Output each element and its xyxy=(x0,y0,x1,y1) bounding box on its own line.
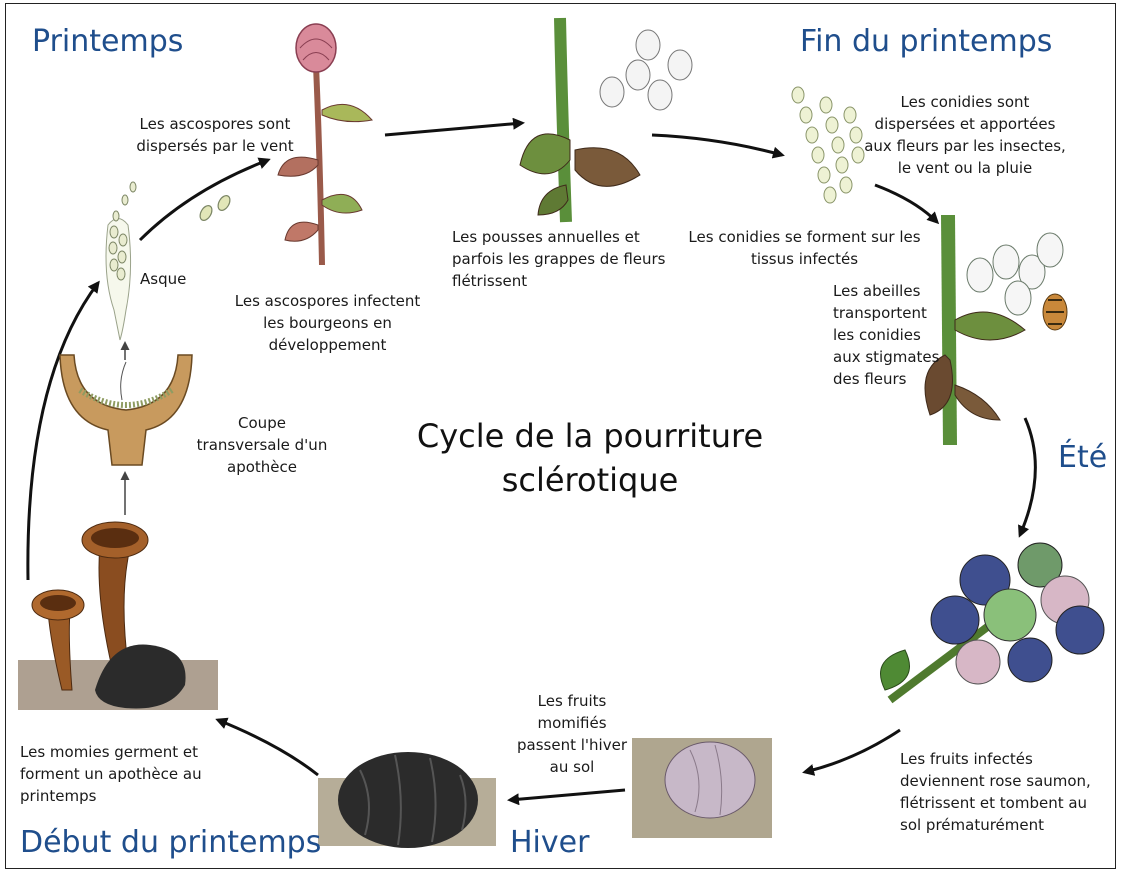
label-conidia-form: Les conidies se forment sur les tissus i… xyxy=(672,226,937,270)
apothecium-section xyxy=(60,355,192,465)
black-mummy-illustration xyxy=(318,752,496,848)
arrow-conidia-to-flower xyxy=(875,185,937,222)
label-shoots-wilt: Les pousses annuelles et parfois les gra… xyxy=(452,226,667,292)
label-mummies-germinate: Les momies germent et forment un apothèc… xyxy=(20,741,235,807)
flower-bee-illustration xyxy=(925,215,1067,445)
label-ascospores-dispersed: Les ascospores sont dispersés par le ven… xyxy=(125,113,305,157)
arrow-berries-to-mummy xyxy=(805,730,900,772)
label-fruits-infected: Les fruits infectés deviennent rose saum… xyxy=(900,748,1110,836)
mummy-fruit-illustration xyxy=(632,738,772,838)
label-conidia-dispersed: Les conidies sont dispersées et apportée… xyxy=(860,91,1070,179)
season-summer: Été xyxy=(1058,440,1107,475)
asque-illustration xyxy=(106,182,232,340)
arrow-mummy-to-black xyxy=(510,790,625,800)
label-bees-transport: Les abeilles transportent les conidies a… xyxy=(833,280,941,390)
label-asque: Asque xyxy=(140,268,210,290)
berry-cluster-illustration xyxy=(881,543,1105,700)
apothecia-cups xyxy=(18,522,218,710)
conidia-chains xyxy=(792,87,864,203)
label-fruits-overwinter: Les fruits momifiés passent l'hiver au s… xyxy=(512,690,632,778)
cycle-title: Cycle de la pourriture sclérotique xyxy=(405,414,775,502)
arrow-asque-to-bud xyxy=(140,160,268,240)
season-winter: Hiver xyxy=(510,825,589,860)
arrow-flower-to-berries xyxy=(1020,418,1035,535)
wilted-shoot-illustration xyxy=(520,18,692,222)
season-spring: Printemps xyxy=(32,24,183,59)
label-ascospores-infect: Les ascospores infectent les bourgeons e… xyxy=(225,290,430,356)
season-late-spring: Fin du printemps xyxy=(800,24,1052,59)
arrow-bud-to-shoot xyxy=(385,123,522,135)
season-early-spring: Début du printemps xyxy=(20,825,321,860)
arrow-shoot-to-conidia xyxy=(652,135,782,155)
label-apothecium-section: Coupe transversale d'un apothèce xyxy=(192,412,332,478)
